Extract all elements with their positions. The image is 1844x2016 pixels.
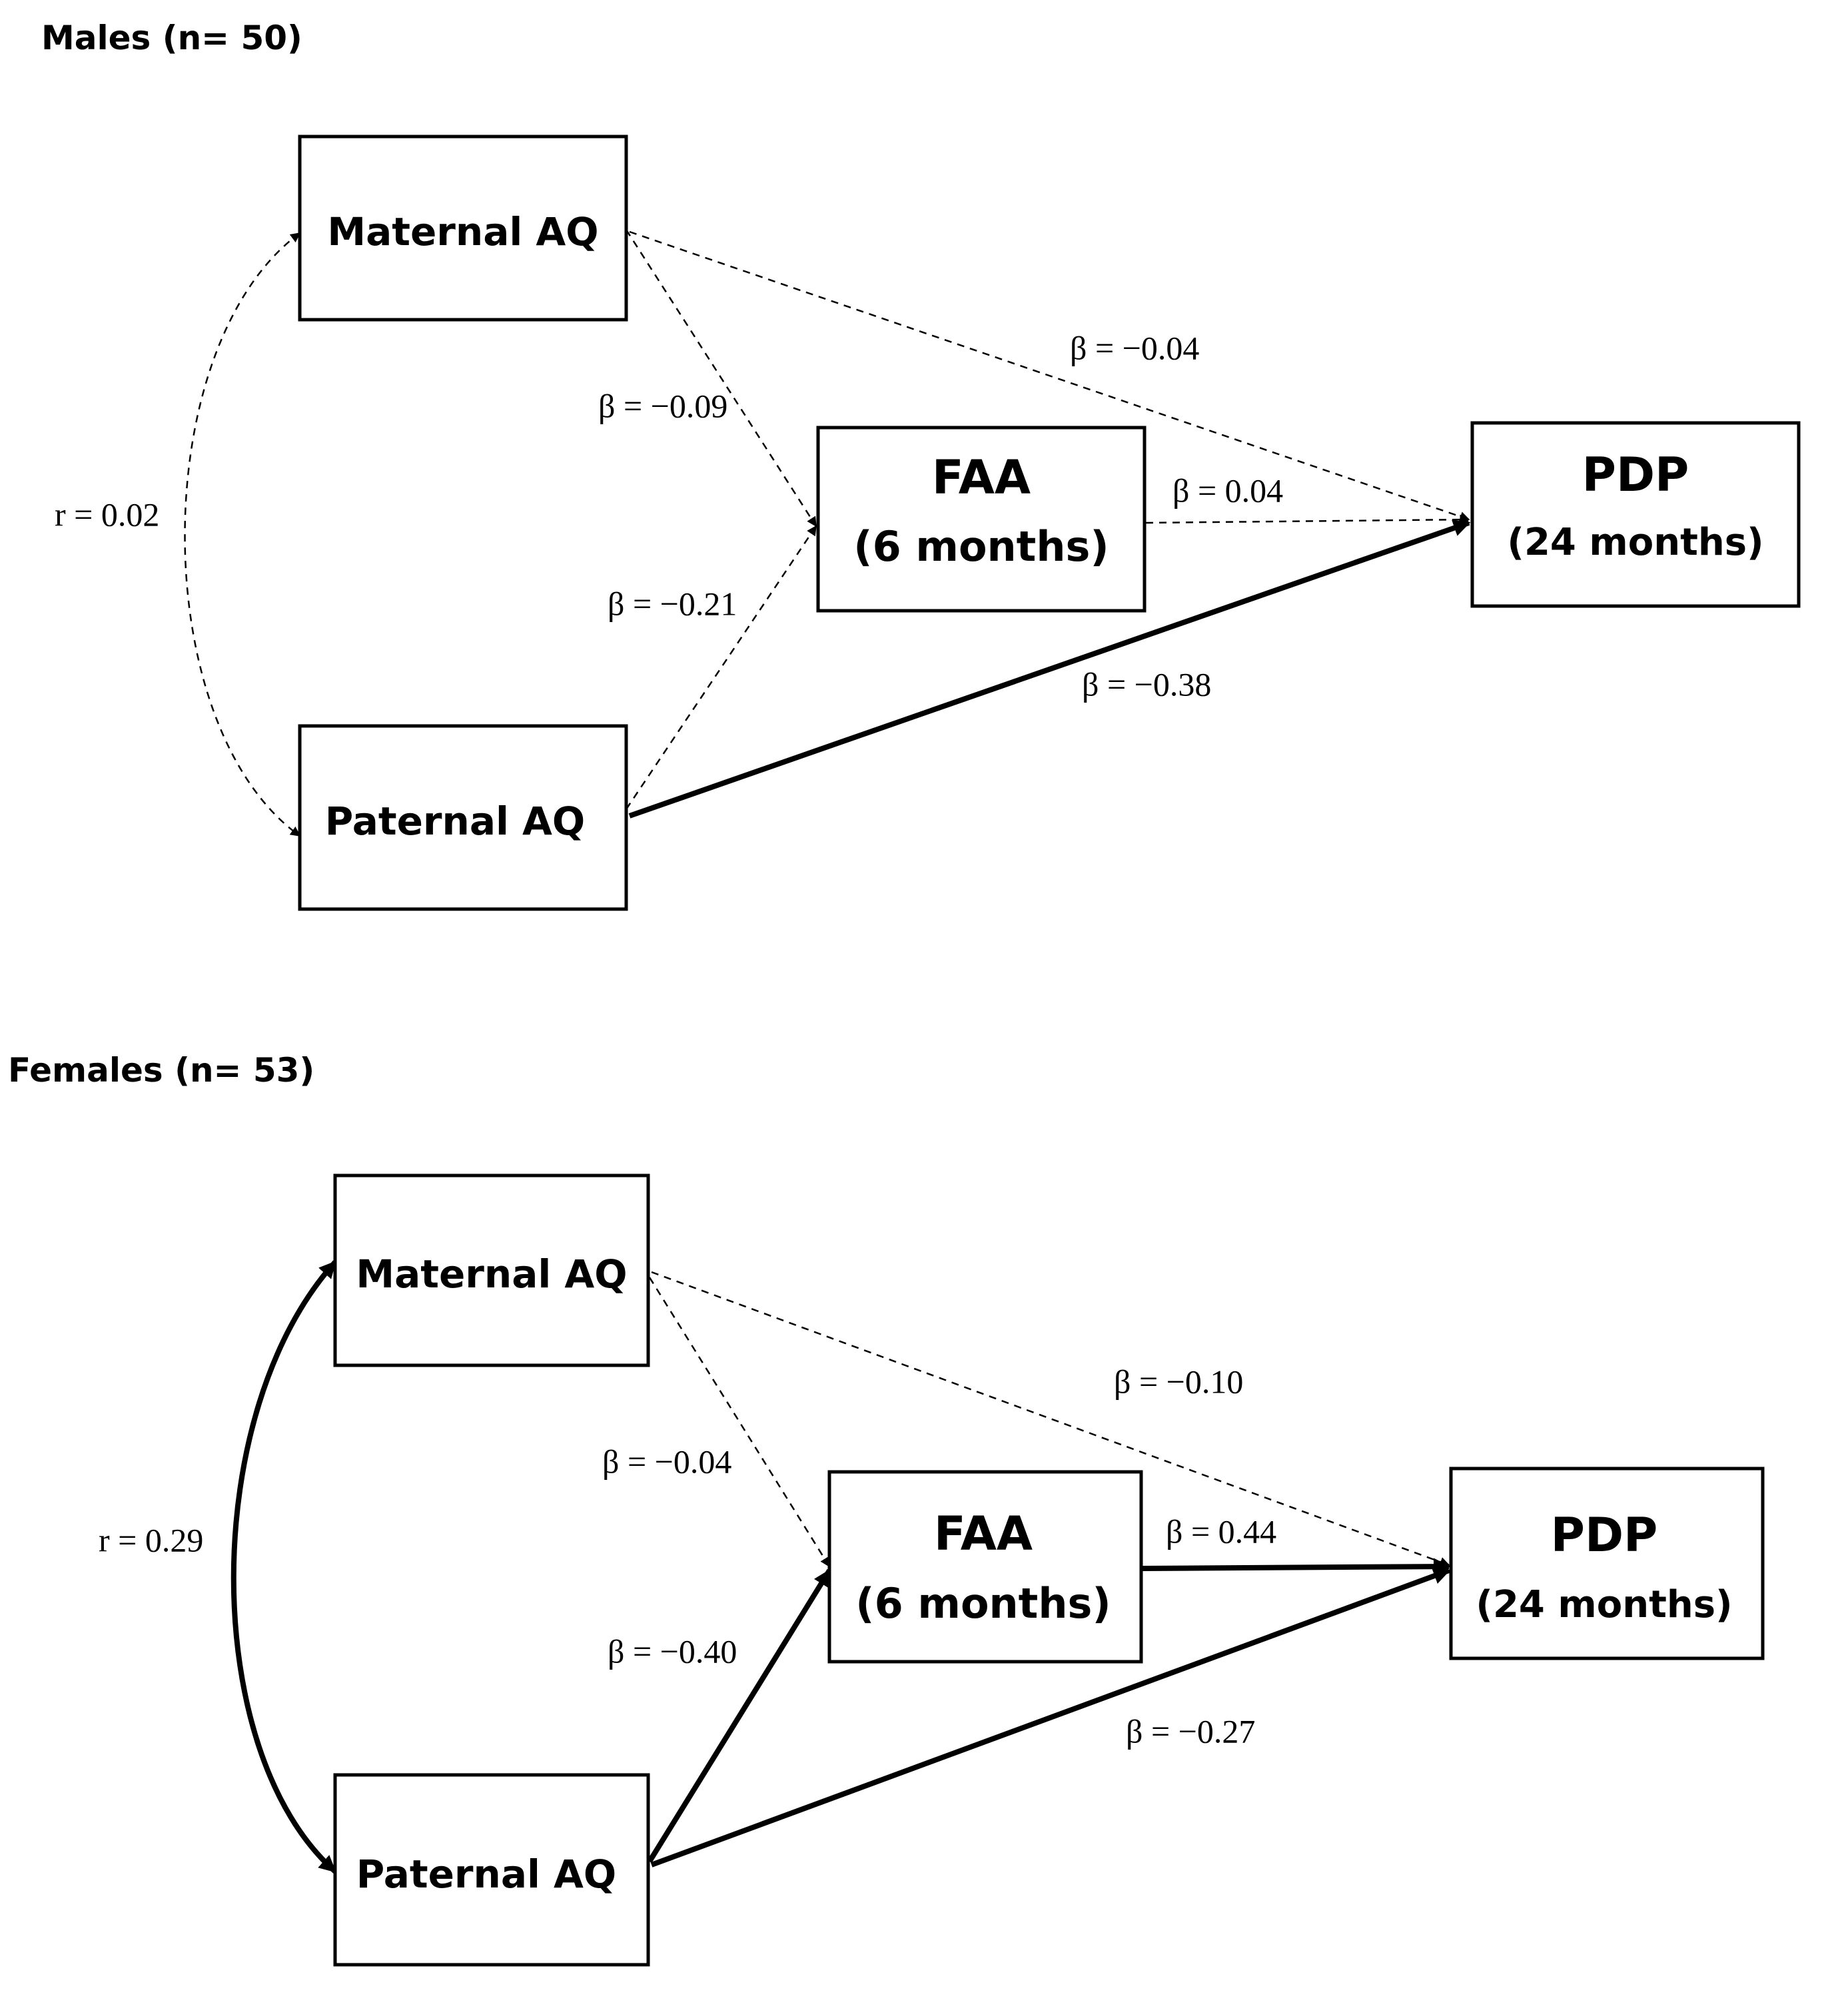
females-diagram: Maternal AQ Paternal AQ FAA (6 months) P… [99, 1174, 1765, 1967]
females-paternal-aq-node: Paternal AQ [333, 1773, 650, 1967]
males-maternal-faa-coef: β = −0.09 [598, 387, 727, 424]
females-paternal-faa-coef: β = −0.40 [608, 1632, 737, 1670]
females-pdp-node: PDP (24 months) [1449, 1467, 1765, 1660]
males-maternal-aq-label: Maternal AQ [327, 209, 598, 254]
females-faa-pdp-coef: β = 0.44 [1166, 1512, 1276, 1550]
males-paternal-faa-coef: β = −0.21 [608, 585, 737, 622]
males-pdp-sublabel: (24 months) [1507, 521, 1763, 564]
females-correlation-label: r = 0.29 [99, 1521, 203, 1558]
males-panel-title: Males (n= 50) [41, 19, 302, 57]
females-pdp-sublabel: (24 months) [1476, 1583, 1732, 1626]
females-faa-sublabel: (6 months) [855, 1579, 1111, 1628]
males-diagram: Maternal AQ Paternal AQ FAA (6 months) P… [55, 135, 1801, 911]
females-paternal-to-pdp-path [650, 1567, 1451, 1867]
males-paternal-pdp-coef: β = −0.38 [1082, 665, 1211, 703]
females-maternal-pdp-coef: β = −0.10 [1114, 1363, 1243, 1400]
males-faa-pdp-coef: β = 0.04 [1172, 472, 1283, 509]
females-maternal-faa-coef: β = −0.04 [602, 1443, 731, 1480]
males-faa-to-pdp-path [1145, 514, 1470, 525]
males-maternal-aq-node: Maternal AQ [298, 135, 628, 322]
males-correlation-label: r = 0.02 [55, 496, 159, 533]
females-paternal-pdp-coef: β = −0.27 [1126, 1712, 1255, 1750]
females-maternal-aq-label: Maternal AQ [356, 1251, 627, 1297]
females-correlation-path [230, 1260, 337, 1873]
males-paternal-aq-node: Paternal AQ [298, 724, 628, 911]
males-paternal-to-pdp-path [628, 519, 1471, 819]
males-faa-sublabel: (6 months) [853, 522, 1109, 571]
females-paternal-to-faa-path [647, 1568, 832, 1863]
females-maternal-aq-node: Maternal AQ [333, 1174, 650, 1367]
males-paternal-aq-label: Paternal AQ [325, 799, 585, 844]
males-correlation-path [184, 232, 301, 837]
males-pdp-label: PDP [1582, 448, 1689, 502]
males-faa-label: FAA [932, 450, 1031, 505]
males-maternal-pdp-coef: β = −0.04 [1070, 329, 1199, 366]
females-maternal-to-faa-path [648, 1277, 831, 1568]
females-faa-label: FAA [934, 1507, 1033, 1561]
males-maternal-to-pdp-path [629, 230, 1470, 521]
females-faa-node: FAA (6 months) [827, 1470, 1143, 1664]
females-panel-title: Females (n= 53) [8, 1051, 315, 1090]
males-faa-node: FAA (6 months) [816, 426, 1147, 613]
males-pdp-node: PDP (24 months) [1470, 421, 1801, 608]
males-paternal-to-faa-path [625, 525, 817, 810]
females-pdp-label: PDP [1551, 1508, 1658, 1562]
females-maternal-to-pdp-path [651, 1271, 1450, 1567]
males-maternal-to-faa-path [625, 229, 817, 527]
females-paternal-aq-label: Paternal AQ [356, 1851, 616, 1897]
females-faa-to-pdp-path [1142, 1558, 1451, 1575]
